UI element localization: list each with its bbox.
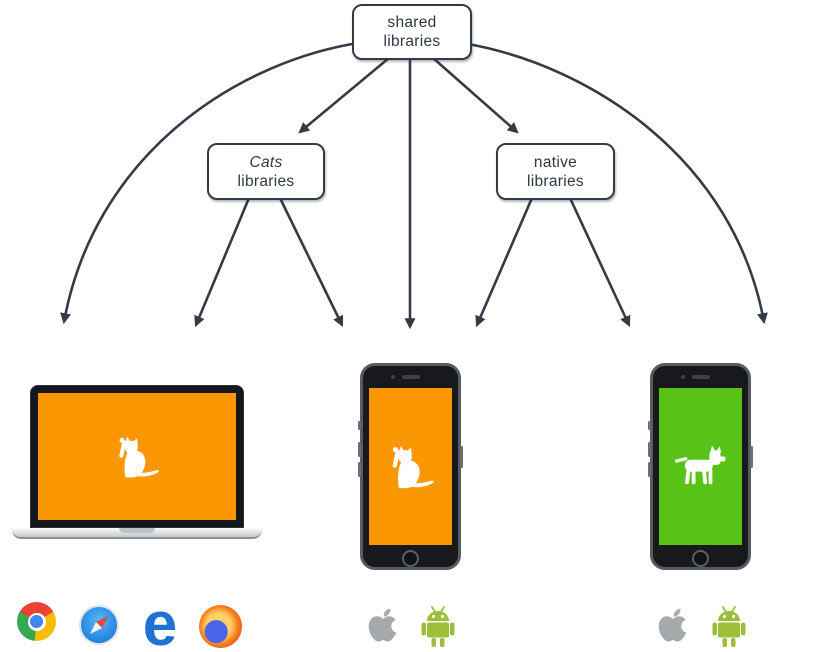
chrome-icon-hub: [30, 615, 43, 628]
laptop-base: [12, 528, 262, 539]
apple-icon: [368, 608, 400, 642]
cats-libraries-label-line1: Cats: [249, 153, 283, 171]
arrow-cats-to-cat-phone: [278, 197, 344, 327]
phone-speaker: [402, 375, 420, 379]
dog-phone-device: [648, 363, 753, 570]
phone-side-button: [648, 421, 651, 430]
arrow-cats-to-laptop: [194, 197, 251, 328]
laptop-screen: [38, 393, 236, 520]
arrow-shared-to-browser-far-left: [60, 42, 353, 325]
cats-libraries-node: Cats libraries: [207, 143, 325, 200]
shared-libraries-label-line1: shared: [387, 14, 437, 31]
arrow-shared-to-dog-phone-far-right: [467, 42, 768, 325]
arrow-shared-to-native: [432, 57, 519, 134]
phone-side-button: [648, 462, 651, 477]
phone-camera-dot: [391, 375, 395, 379]
laptop-base-notch: [119, 528, 155, 533]
safari-icon: [79, 605, 119, 645]
phone-speaker: [692, 375, 710, 379]
shared-libraries-label-line2: libraries: [383, 33, 441, 50]
phone-home-button: [402, 550, 419, 567]
laptop-device: [12, 385, 262, 540]
edge-icon: e: [142, 590, 178, 652]
cat-phone-screen: [369, 388, 452, 545]
phone-home-button: [692, 550, 709, 567]
shared-libraries-node: shared libraries: [352, 4, 472, 60]
phone-side-button: [648, 442, 651, 457]
phone-side-button: [460, 446, 463, 468]
phone-side-button: [750, 446, 753, 468]
arrow-native-to-dog-phone: [568, 197, 631, 327]
arrow-shared-to-cats: [298, 57, 390, 134]
native-libraries-label-line2: libraries: [527, 172, 584, 190]
phone-side-button: [358, 462, 361, 477]
chrome-icon: [17, 602, 56, 641]
android-icon: [712, 606, 746, 647]
phone-side-button: [358, 421, 361, 430]
dog-icon: [674, 445, 725, 485]
safari-needle: [90, 616, 108, 634]
native-libraries-label-line1: native: [533, 153, 578, 171]
apple-icon: [658, 608, 690, 642]
phone-camera-dot: [681, 375, 685, 379]
arrow-native-to-cat-phone: [475, 197, 534, 328]
firefox-icon: [199, 605, 242, 648]
cat-phone-device: [358, 363, 463, 570]
phone-side-button: [358, 442, 361, 457]
android-icon: [421, 606, 455, 647]
cat-icon: [119, 436, 159, 477]
dog-phone-screen: [659, 388, 742, 545]
cats-libraries-label-line2: libraries: [237, 172, 295, 190]
native-libraries-node: native libraries: [496, 143, 615, 200]
cat-icon: [392, 445, 434, 488]
